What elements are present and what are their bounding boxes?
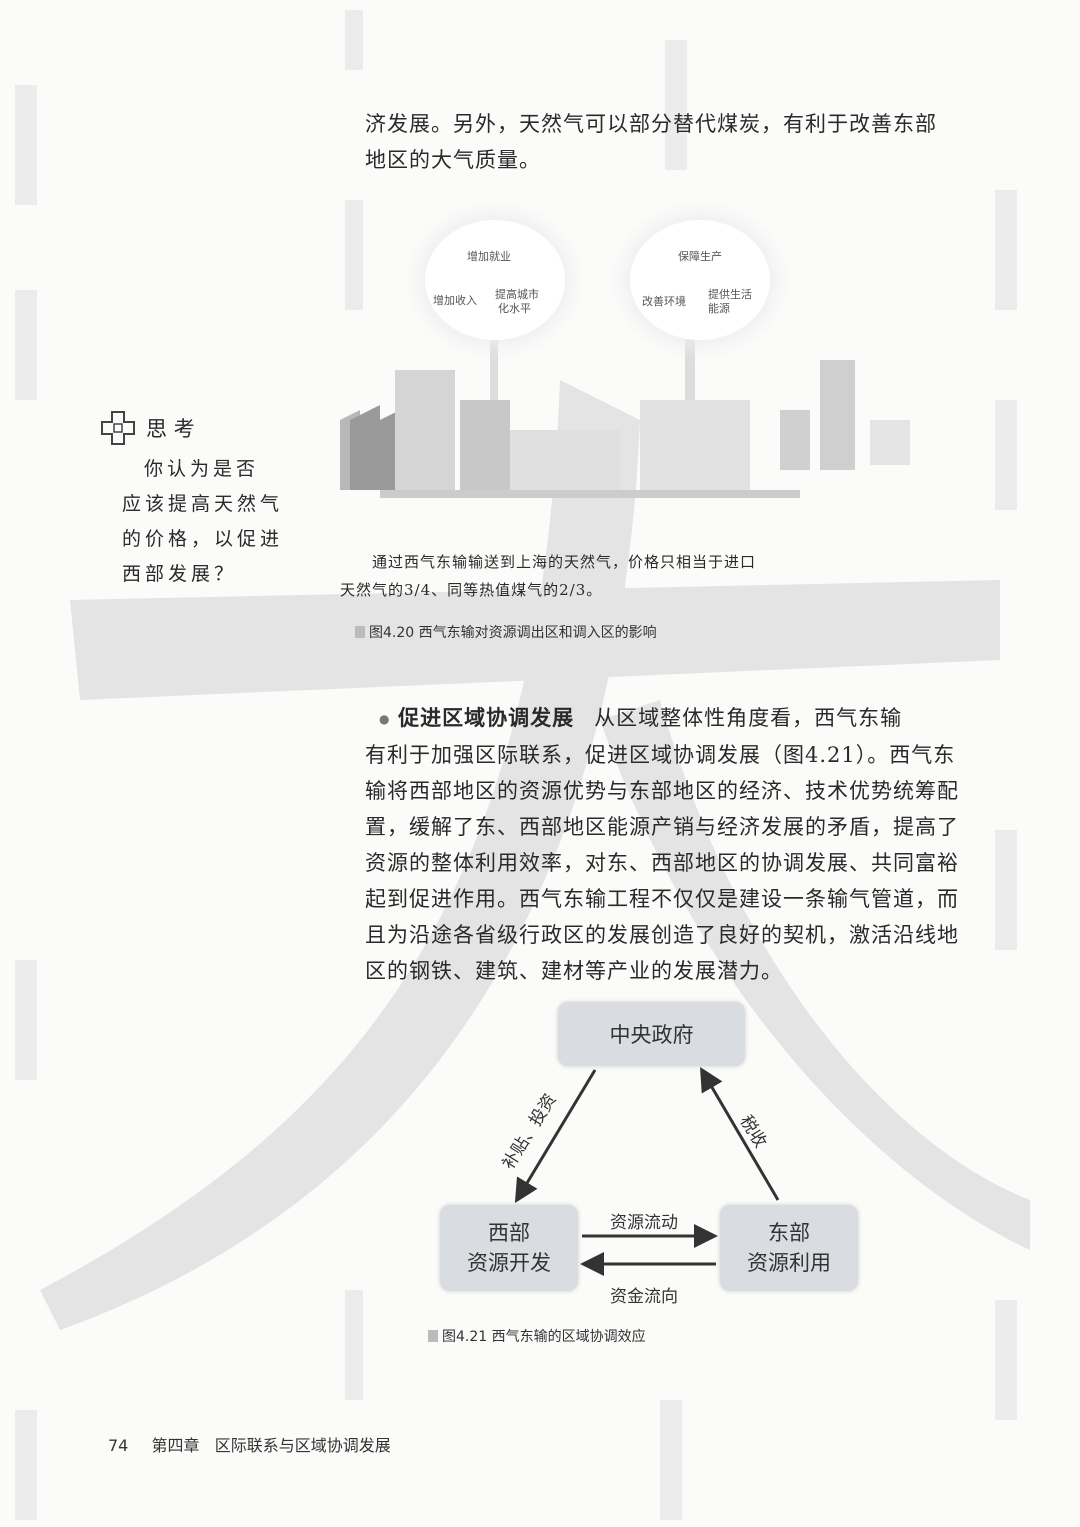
caption-text: 图4.21 西气东输的区域协调效应 (442, 1329, 646, 1345)
watermark-mark (345, 200, 363, 310)
text-line: 西部发展？ (122, 563, 238, 585)
bubble-item: 改善环境 (642, 295, 686, 308)
caption-text: 图4.20 西气东输对资源调出区和调入区的影响 (369, 625, 657, 641)
top-paragraph: 济发展。另外，天然气可以部分替代煤炭，有利于改善东部 地区的大气质量。 (365, 106, 937, 178)
watermark-mark (345, 1290, 363, 1400)
text-line: 从区域整体性角度看，西气东输 (594, 706, 903, 730)
section-heading: 促进区域协调发展 (398, 705, 575, 730)
watermark-mark (15, 1410, 37, 1520)
text-line: 你认为是否 (144, 458, 260, 480)
industrial-scene-graphic (340, 320, 910, 498)
text-line: 天然气的3/4、同等热值煤气的2/3。 (340, 581, 603, 599)
page-footer: 74 第四章 区际联系与区域协调发展 (108, 1432, 391, 1456)
caption-marker (355, 626, 365, 638)
impact-bubble-outflow: 增加就业 增加收入 提高城市 化水平 (425, 220, 565, 340)
text-line: 有利于加强区际联系，促进区域协调发展（图4.21）。西气东 (365, 743, 956, 767)
watermark-mark (995, 830, 1017, 950)
caption-marker (428, 1330, 438, 1342)
watermark-mark (345, 10, 363, 70)
text-line: 的价格，以促进 (122, 528, 284, 550)
page-number: 74 (108, 1436, 129, 1455)
watermark-mark (15, 960, 37, 1080)
think-title: 思 考 (146, 417, 195, 441)
bubble-title: 增加就业 (467, 250, 511, 263)
watermark-mark (15, 85, 37, 205)
text-line: 地区的大气质量。 (365, 148, 541, 172)
watermark-mark (995, 190, 1017, 310)
bubble-item: 提供生活 (708, 288, 752, 301)
figure-4-21-caption: 图4.21 西气东输的区域协调效应 (428, 1326, 646, 1346)
bubble-title: 保障生产 (678, 250, 722, 263)
figure-4-20-caption: 图4.20 西气东输对资源调出区和调入区的影响 (355, 622, 657, 642)
text-line: 置，缓解了东、西部地区能源产销与经济发展的矛盾，提高了 (365, 815, 959, 839)
text-line: 通过西气东输输送到上海的天然气，价格只相当于进口 (372, 553, 757, 571)
bullet-icon: ● (379, 712, 391, 726)
bubble-item: 化水平 (498, 302, 531, 315)
text-line: 应该提高天然气 (122, 493, 284, 515)
watermark-mark (660, 1400, 682, 1520)
think-header: 思 考 (100, 410, 300, 446)
section-paragraph: ● 促进区域协调发展从区域整体性角度看，西气东输 有利于加强区际联系，促进区域协… (365, 700, 959, 989)
think-question: 你认为是否 应该提高天然气 的价格，以促进 西部发展？ (100, 452, 300, 592)
watermark-mark (995, 400, 1017, 510)
bubble-item: 提高城市 (495, 288, 539, 301)
text-line: 且为沿途各省级行政区的发展创造了良好的契机，激活沿线地 (365, 923, 959, 947)
figure-4-20-illustration: 增加就业 增加收入 提高城市 化水平 保障生产 改善环境 提供生活 能源 (340, 220, 940, 510)
text-line: 资源的整体利用效率，对东、西部地区的协调发展、共同富裕 (365, 851, 959, 875)
figure-note: 通过西气东输输送到上海的天然气，价格只相当于进口 天然气的3/4、同等热值煤气的… (340, 548, 756, 604)
watermark-stroke (600, 700, 1030, 1250)
impact-bubble-inflow: 保障生产 改善环境 提供生活 能源 (630, 220, 770, 340)
chapter-title: 第四章 区际联系与区域协调发展 (151, 1436, 391, 1455)
watermark-mark (995, 1300, 1017, 1420)
text-line: 起到促进作用。西气东输工程不仅仅是建设一条输气管道，而 (365, 887, 959, 911)
think-icon (101, 411, 135, 445)
think-box: 思 考 你认为是否 应该提高天然气 的价格，以促进 西部发展？ (100, 410, 300, 592)
watermark-mark (665, 40, 687, 170)
watermark-mark (15, 290, 37, 400)
text-line: 济发展。另外，天然气可以部分替代煤炭，有利于改善东部 (365, 112, 937, 136)
bubble-item: 增加收入 (433, 294, 477, 307)
text-line: 输将西部地区的资源优势与东部地区的经济、技术优势统筹配 (365, 779, 959, 803)
bubble-item: 能源 (708, 302, 730, 315)
text-line: 区的钢铁、建筑、建材等产业的发展潜力。 (365, 959, 783, 983)
